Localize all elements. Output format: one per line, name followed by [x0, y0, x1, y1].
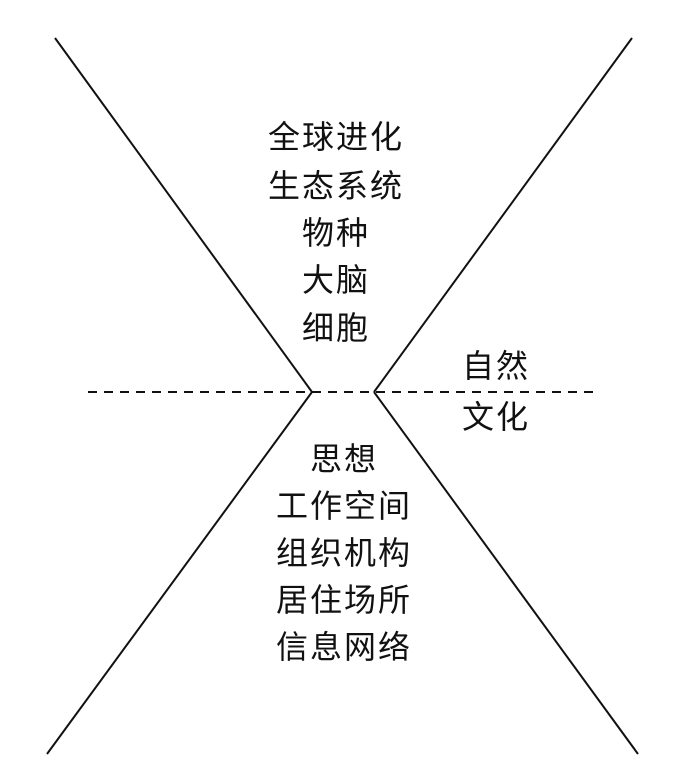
lower-item-5: 信息网络 — [275, 628, 413, 666]
lower-item-3: 组织机构 — [275, 534, 413, 572]
upper-item-5: 细胞 — [301, 309, 371, 347]
nature-label: 自然 — [461, 347, 531, 385]
upper-item-2: 生态系统 — [267, 167, 405, 205]
lower-left-diagonal — [46, 391, 313, 755]
culture-label: 文化 — [461, 398, 531, 436]
upper-item-4: 大脑 — [301, 261, 371, 299]
lower-item-1: 思想 — [309, 440, 379, 478]
upper-right-diagonal — [373, 37, 633, 393]
upper-item-1: 全球进化 — [267, 118, 405, 156]
upper-item-3: 物种 — [301, 214, 371, 252]
lower-right-diagonal — [373, 391, 639, 755]
lower-item-2: 工作空间 — [275, 487, 413, 525]
lower-item-4: 居住场所 — [275, 581, 413, 619]
upper-left-diagonal — [54, 37, 313, 393]
